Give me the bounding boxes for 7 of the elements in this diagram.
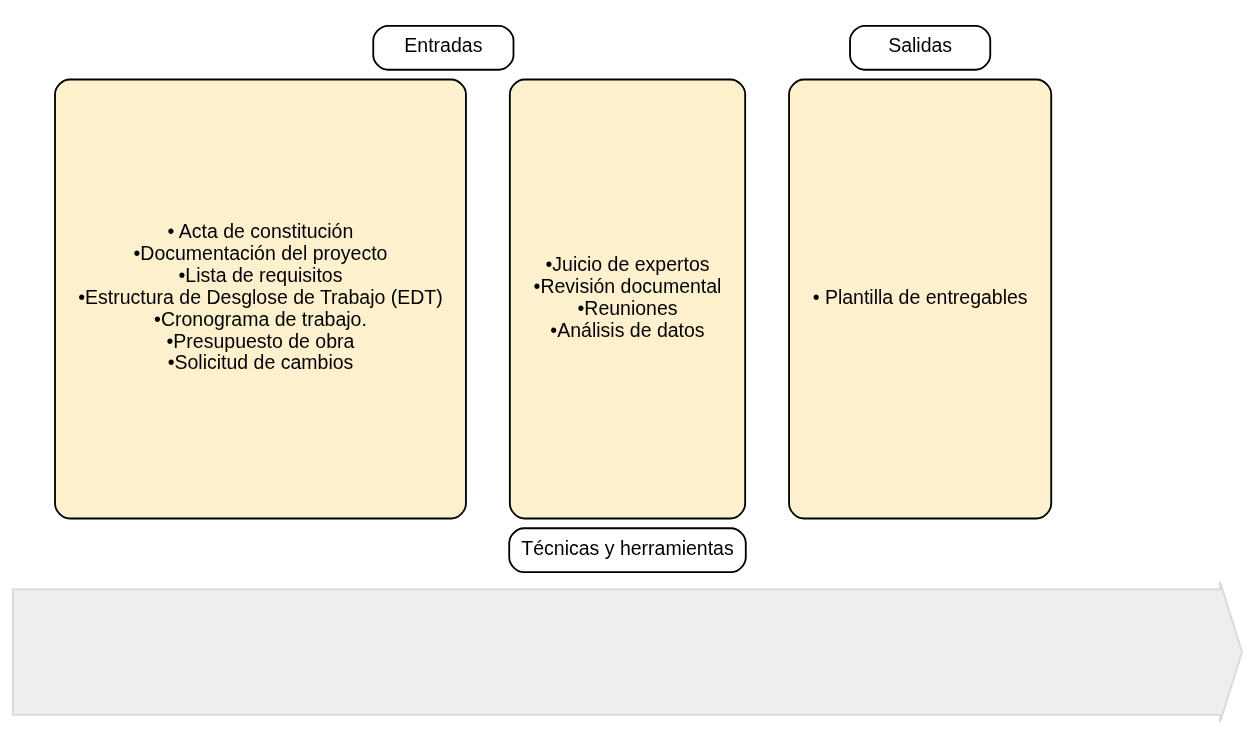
node-box: Entradas [372, 24, 515, 71]
node-arrow [12, 581, 1243, 724]
node-box: Salidas [849, 24, 992, 71]
node-box: • Plantilla de entregables [788, 78, 1053, 520]
node-box: •Juicio de expertos •Revisión documental •Reuniones •Análisis de datos [508, 78, 747, 520]
node-box: Técnicas y herramientas [508, 527, 747, 574]
node-box: • Acta de constitución •Documentación del proyecto •Lista de requisitos •Estructura de Desglose de Trabajo (EDT) •Cronograma de trabajo. •Presupuesto de obra •Solicitud de cambios [54, 78, 467, 520]
